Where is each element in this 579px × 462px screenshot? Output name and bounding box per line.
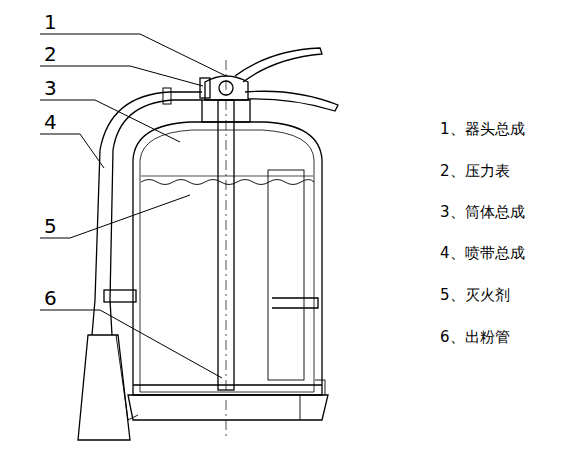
hose-clip	[104, 290, 136, 302]
pressure-gauge	[200, 78, 210, 98]
hose-lower	[92, 300, 112, 335]
part-list-item: 2、压力表	[440, 164, 510, 179]
leader-4	[40, 134, 104, 168]
hose-fitting	[163, 88, 171, 104]
leader-5	[40, 195, 190, 238]
valve-pin	[219, 81, 233, 95]
upper-lever	[235, 48, 322, 82]
base-detail	[300, 380, 325, 420]
part-list-item: 4、喷带总成	[440, 246, 525, 261]
callout-number: 5	[44, 216, 57, 236]
leader-6	[40, 310, 222, 378]
cylinder-body	[133, 122, 322, 395]
part-list-item: 6、出粉管	[440, 330, 510, 345]
nozzle	[78, 335, 130, 440]
leader-1	[40, 34, 226, 76]
label-plate	[268, 170, 304, 380]
cylinder-inner	[140, 130, 314, 392]
callout-number: 1	[44, 12, 57, 32]
strap	[272, 298, 318, 308]
leader-2	[40, 66, 203, 86]
valve-head	[205, 76, 248, 100]
agent-level	[141, 180, 314, 185]
center-line	[226, 60, 227, 440]
callout-number: 2	[44, 44, 57, 64]
callout-number: 3	[44, 78, 57, 98]
lower-lever	[245, 91, 338, 111]
neck	[202, 100, 250, 122]
nozzle-edge	[116, 335, 138, 420]
callout-number: 4	[44, 112, 57, 132]
leader-3	[40, 100, 180, 142]
part-list-item: 1、器头总成	[440, 122, 525, 137]
agent-line	[141, 176, 313, 177]
callout-number: 6	[44, 288, 57, 308]
part-list-item: 3、筒体总成	[440, 205, 525, 220]
part-list-item: 5、灭火剂	[440, 288, 510, 303]
